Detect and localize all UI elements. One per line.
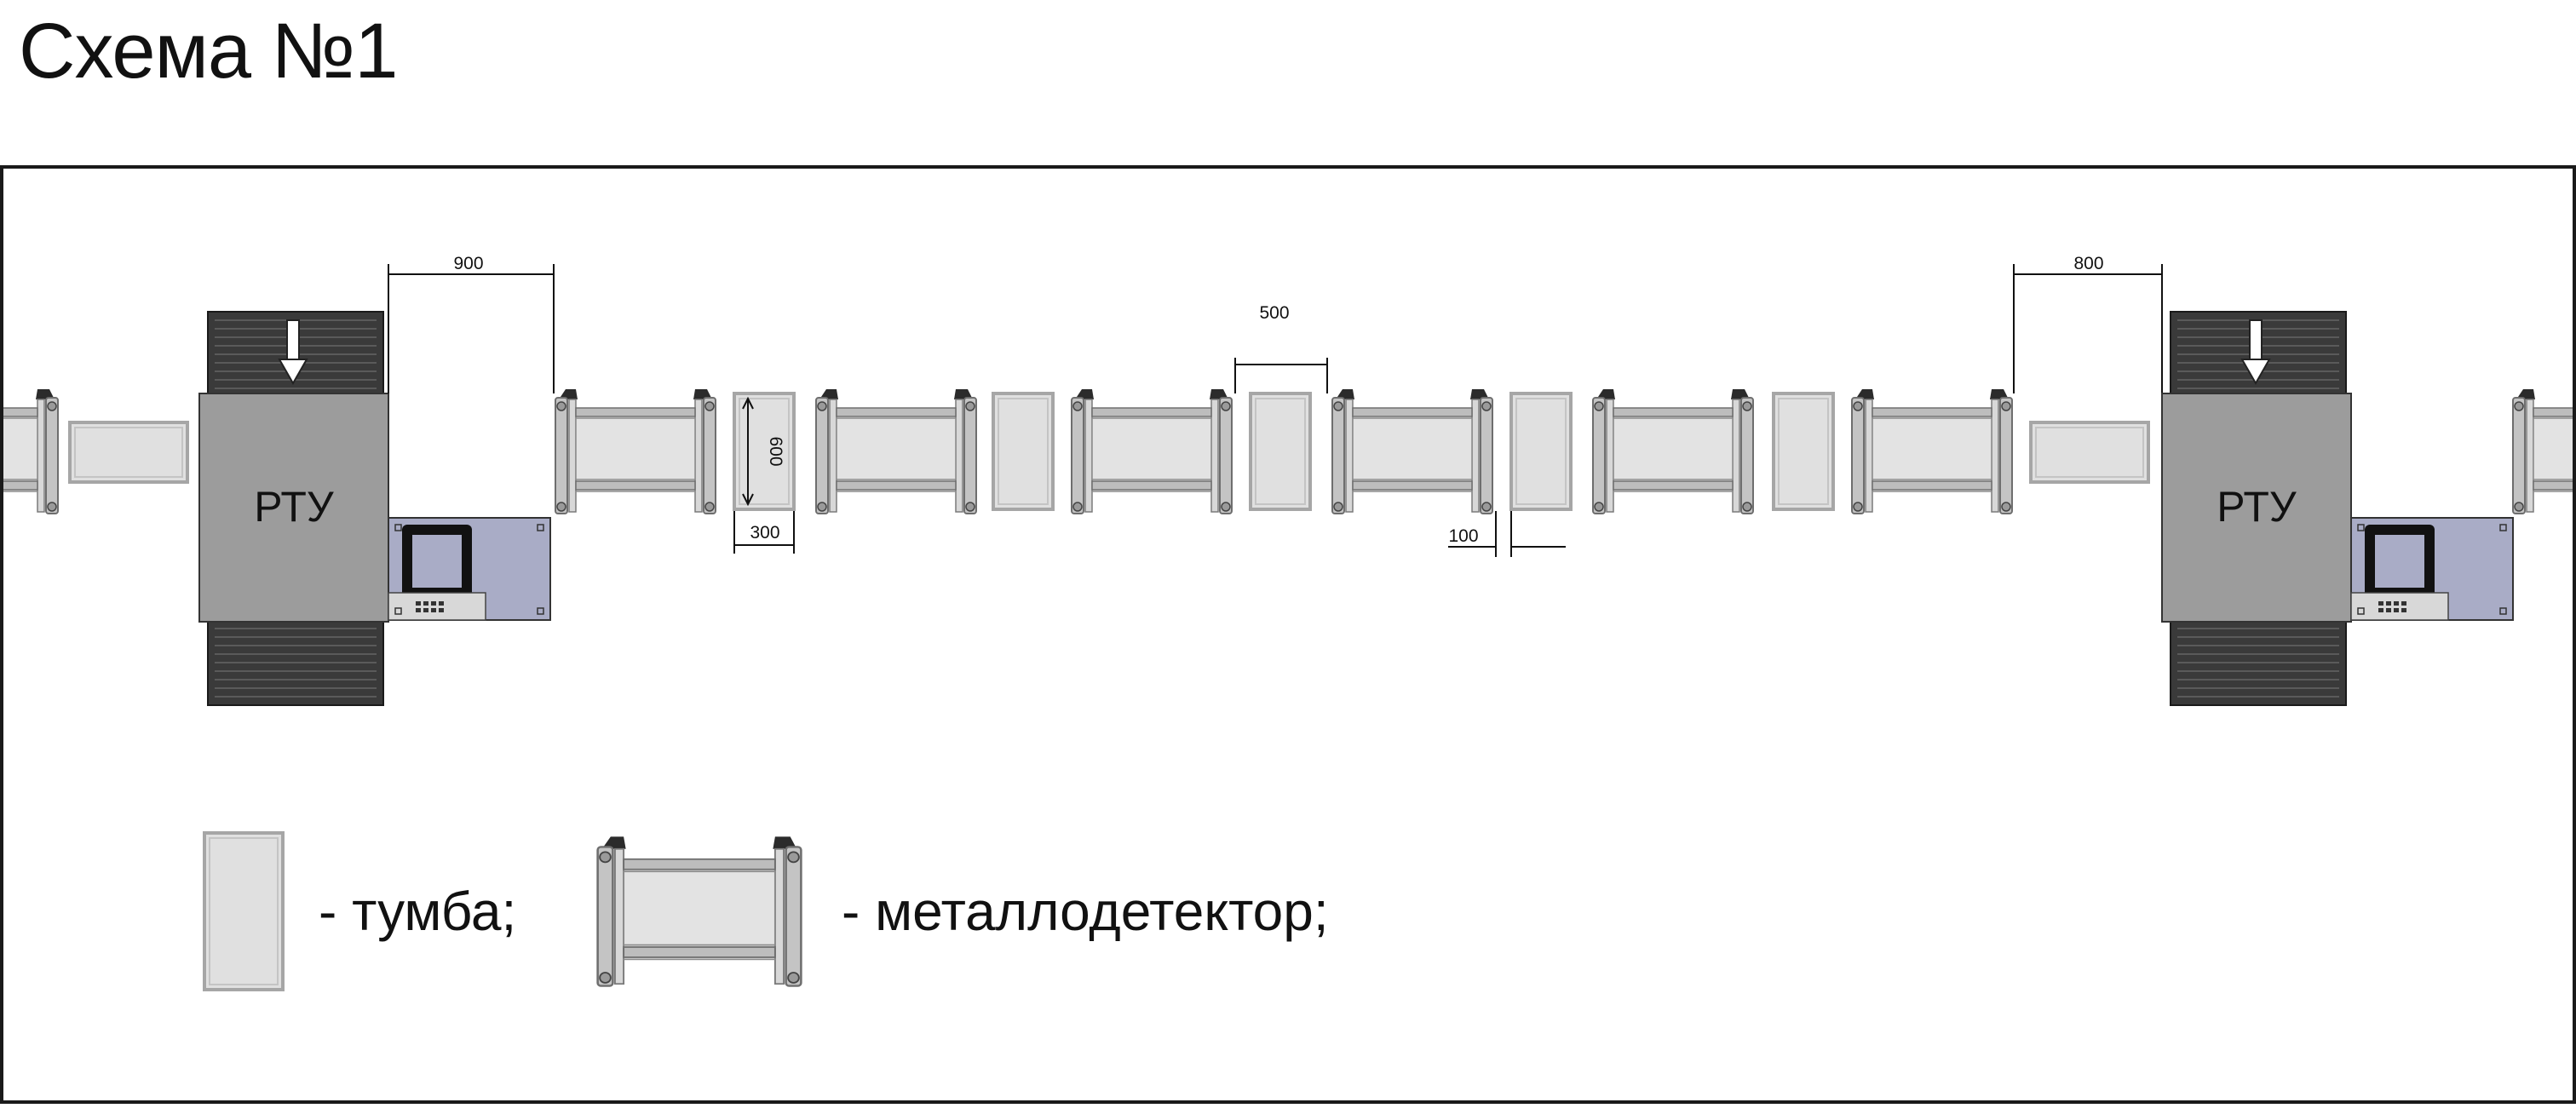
stand-5 [1772, 392, 1835, 511]
metal-detector-5 [1592, 388, 1754, 514]
legend-detector-label: - металлодетектор; [842, 881, 1329, 942]
dimension-800 [2013, 264, 2163, 393]
diagram-frame [0, 165, 2576, 1104]
dim-300-label: 300 [750, 523, 779, 543]
rtu-left-label: РТУ [254, 483, 334, 531]
rtu-left: РТУ [199, 312, 550, 705]
legend-stand-symbol [203, 831, 285, 991]
metal-detector-4 [1331, 388, 1493, 514]
dim-100-label: 100 [1448, 526, 1478, 546]
detector-partial-right [2512, 388, 2573, 514]
dimension-600 [742, 396, 754, 507]
metal-detector-3 [1071, 388, 1233, 514]
rtu-right: РТУ [2162, 312, 2513, 705]
dim-800-label: 800 [2073, 254, 2103, 273]
dimension-100 [1448, 511, 1566, 557]
legend-detector-symbol [596, 836, 802, 987]
dim-900-label: 900 [453, 254, 483, 273]
legend: - тумба; - металлодетектор; [203, 831, 1329, 991]
dim-500-label: 500 [1259, 303, 1289, 323]
stand-4 [1509, 392, 1573, 511]
rtu-right-label: РТУ [2217, 483, 2297, 531]
stand-right-h [2029, 421, 2150, 484]
metal-detector-1 [555, 388, 716, 514]
stand-2 [992, 392, 1055, 511]
dimension-500 [1234, 358, 1328, 393]
stand-3 [1249, 392, 1312, 511]
metal-detector-6 [1851, 388, 2013, 514]
detector-partial-left [3, 388, 59, 514]
dim-600-label: 600 [766, 436, 785, 466]
legend-stand-label: - тумба; [319, 881, 516, 942]
dimension-900 [388, 264, 555, 393]
stand-left-edge [68, 421, 189, 484]
page-title: Схема №1 [19, 8, 398, 95]
metal-detector-2 [815, 388, 977, 514]
dimension-300 [733, 511, 795, 554]
